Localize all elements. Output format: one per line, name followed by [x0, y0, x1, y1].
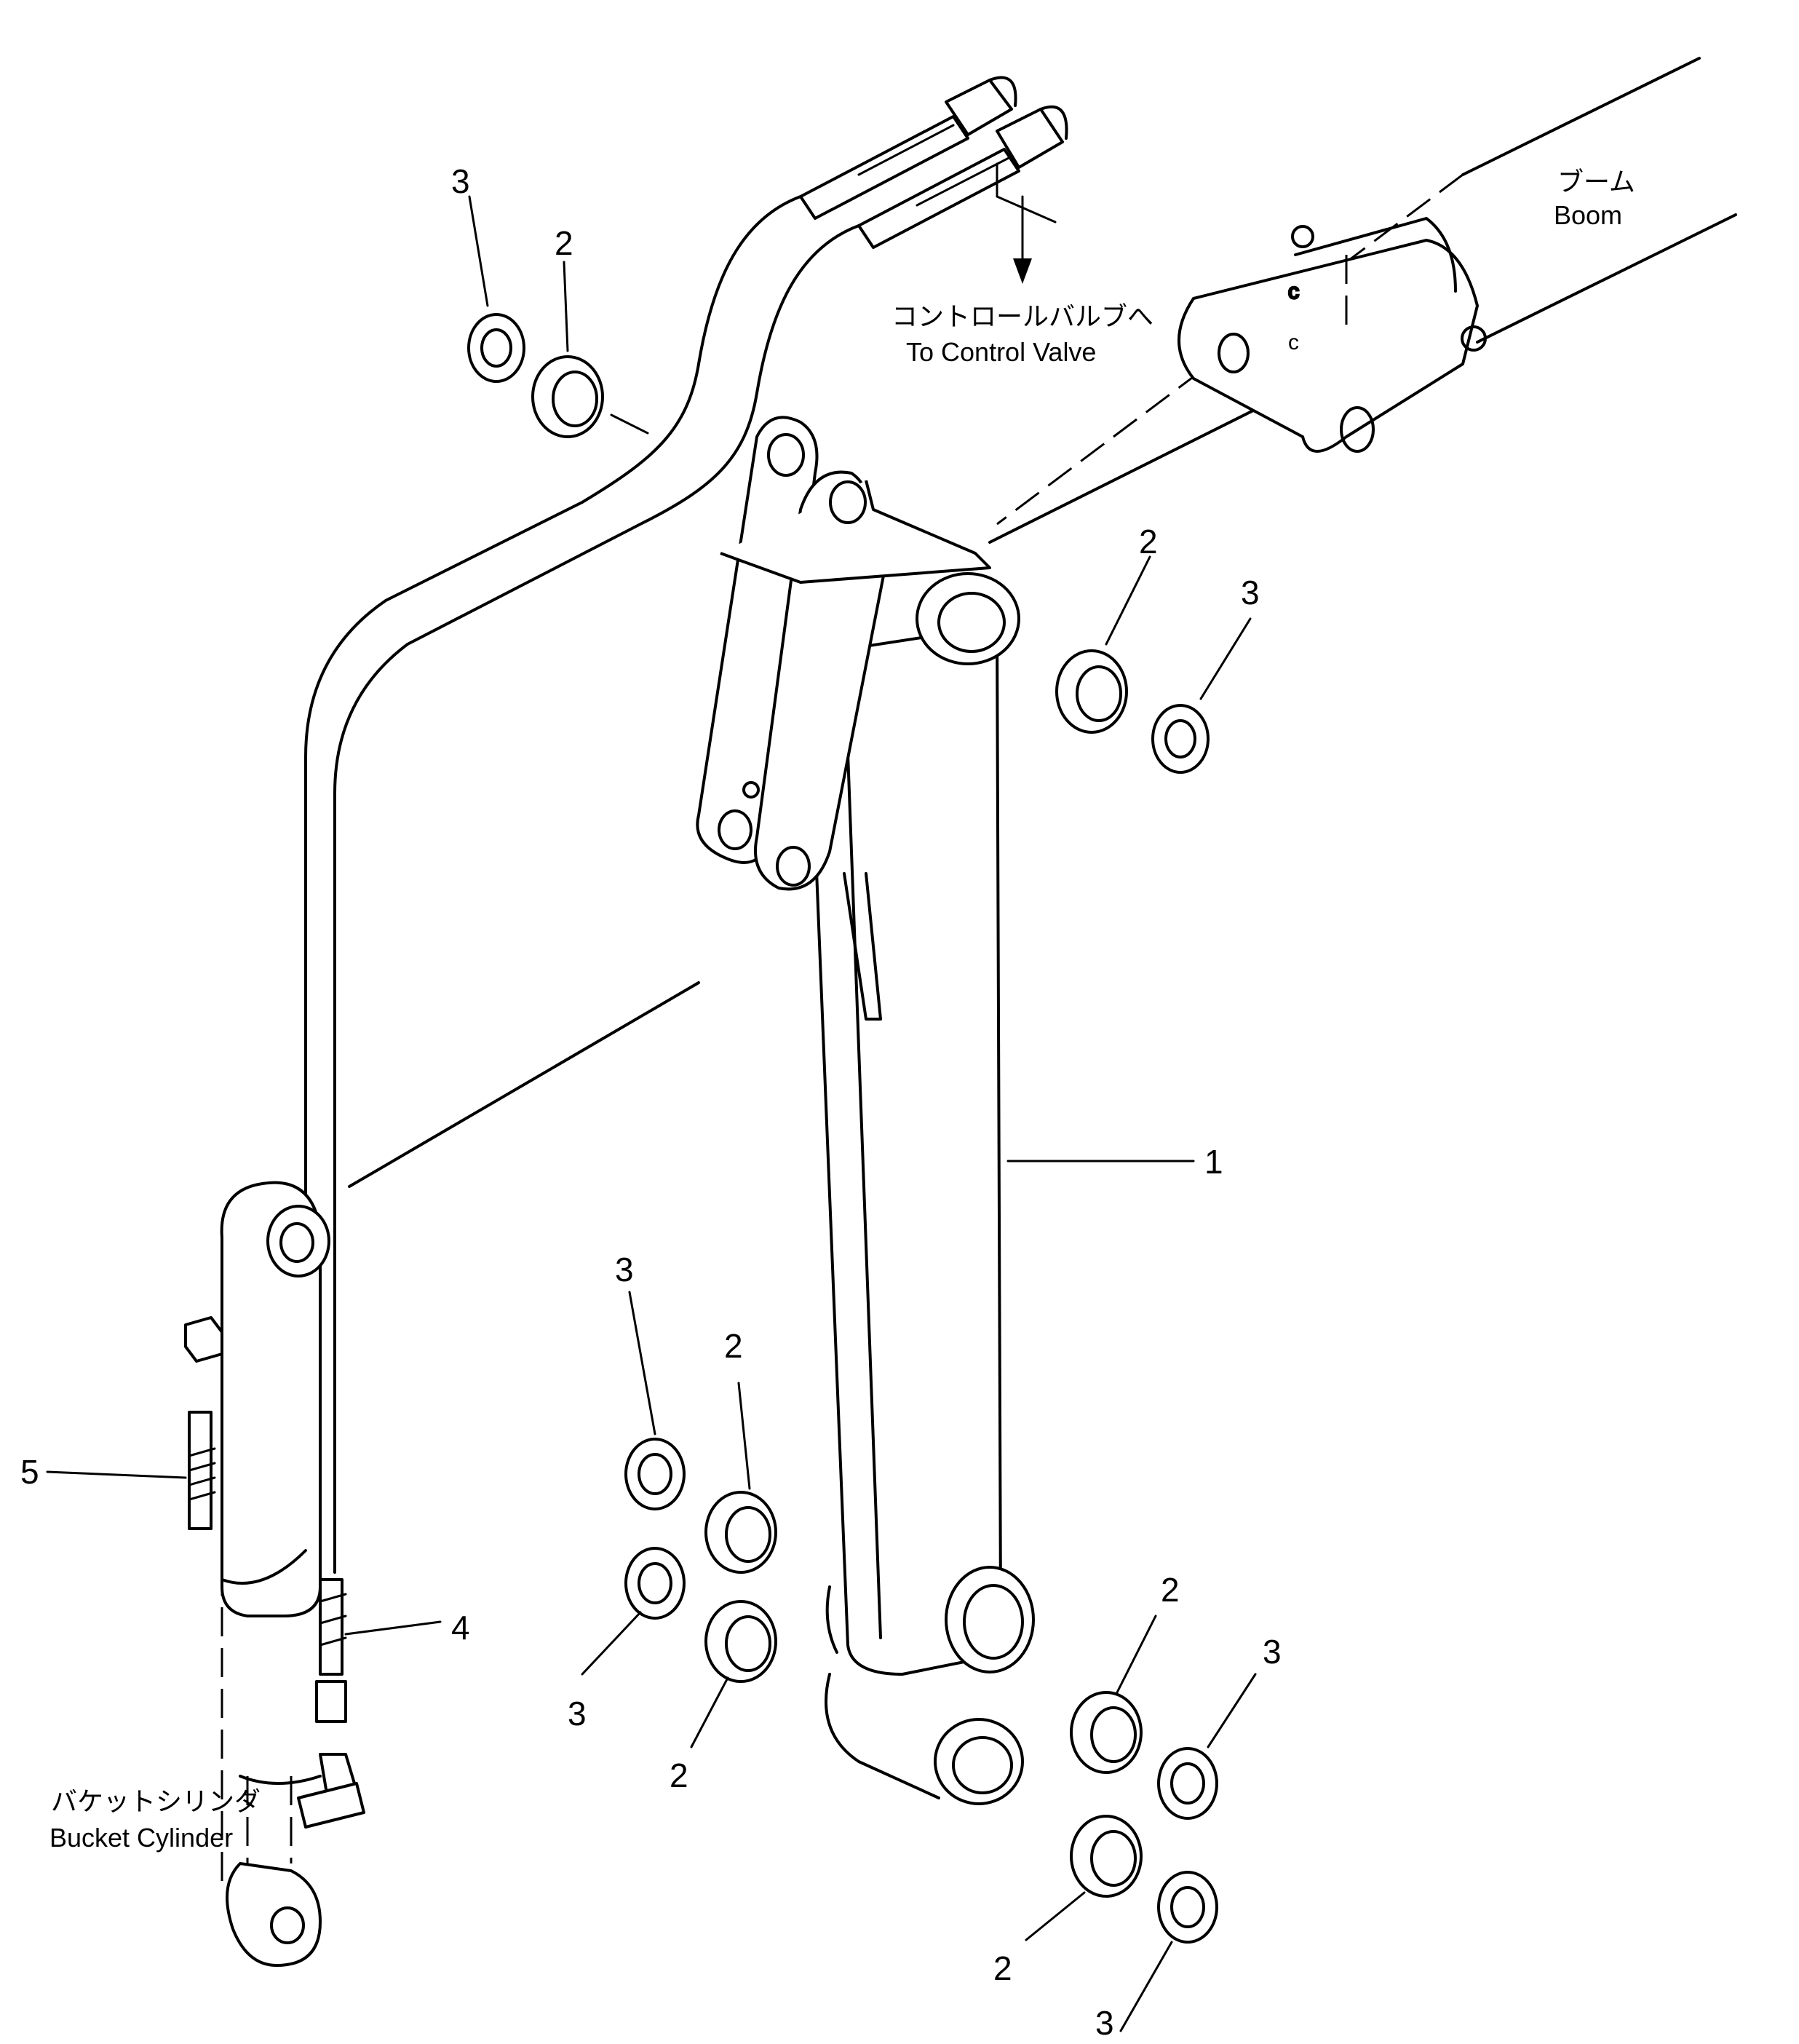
- seal-ring: [624, 1438, 686, 1510]
- bucket-cylinder: [184, 1181, 365, 1967]
- callout-2: 2: [555, 224, 573, 262]
- callout-numbers: 3 2 2 3 1 3 2 3 2 2 3 2 3 5 4: [20, 162, 1282, 2042]
- boom: c c: [988, 57, 1737, 544]
- seal-ring: [1151, 704, 1210, 774]
- callout-2: 2: [1161, 1571, 1180, 1609]
- svg-text:c: c: [1288, 330, 1299, 354]
- hydraulic-hose: [304, 76, 1068, 1574]
- bucket-cylinder-label-jp: バケットシリンダ: [51, 1786, 261, 1816]
- seal-ring: [1157, 1871, 1218, 1944]
- control-valve-label-jp: コントロールバルブへ: [891, 301, 1153, 331]
- arm-part-1: [696, 416, 1035, 1805]
- bushing-group: [467, 313, 1218, 1944]
- leader-lines: [46, 195, 1257, 2032]
- callout-1: 1: [1204, 1143, 1223, 1181]
- bucket-cylinder-label-en: Bucket Cylinder: [49, 1823, 233, 1853]
- callout-3: 3: [1095, 2004, 1114, 2042]
- connection-line: [348, 981, 700, 1188]
- callout-4: 4: [451, 1609, 470, 1647]
- callout-2: 2: [1139, 523, 1158, 560]
- callout-2: 2: [670, 1756, 688, 1794]
- seal-ring: [624, 1547, 686, 1620]
- boom-label-en: Boom: [1554, 200, 1622, 230]
- callout-5: 5: [20, 1453, 39, 1491]
- callout-3: 3: [1263, 1633, 1282, 1671]
- callout-3: 3: [568, 1695, 587, 1732]
- callout-3: 3: [615, 1251, 634, 1288]
- callout-3: 3: [451, 162, 470, 200]
- callout-2: 2: [993, 1949, 1012, 1987]
- seal-ring: [467, 313, 525, 383]
- control-valve-arrow: [996, 162, 1057, 284]
- seal-ring: [1157, 1747, 1218, 1820]
- control-valve-label-en: To Control Valve: [906, 337, 1096, 367]
- svg-text:c: c: [1288, 280, 1299, 304]
- callout-3: 3: [1241, 574, 1260, 611]
- boom-label-jp: ブーム: [1557, 167, 1635, 197]
- callout-2: 2: [724, 1327, 743, 1365]
